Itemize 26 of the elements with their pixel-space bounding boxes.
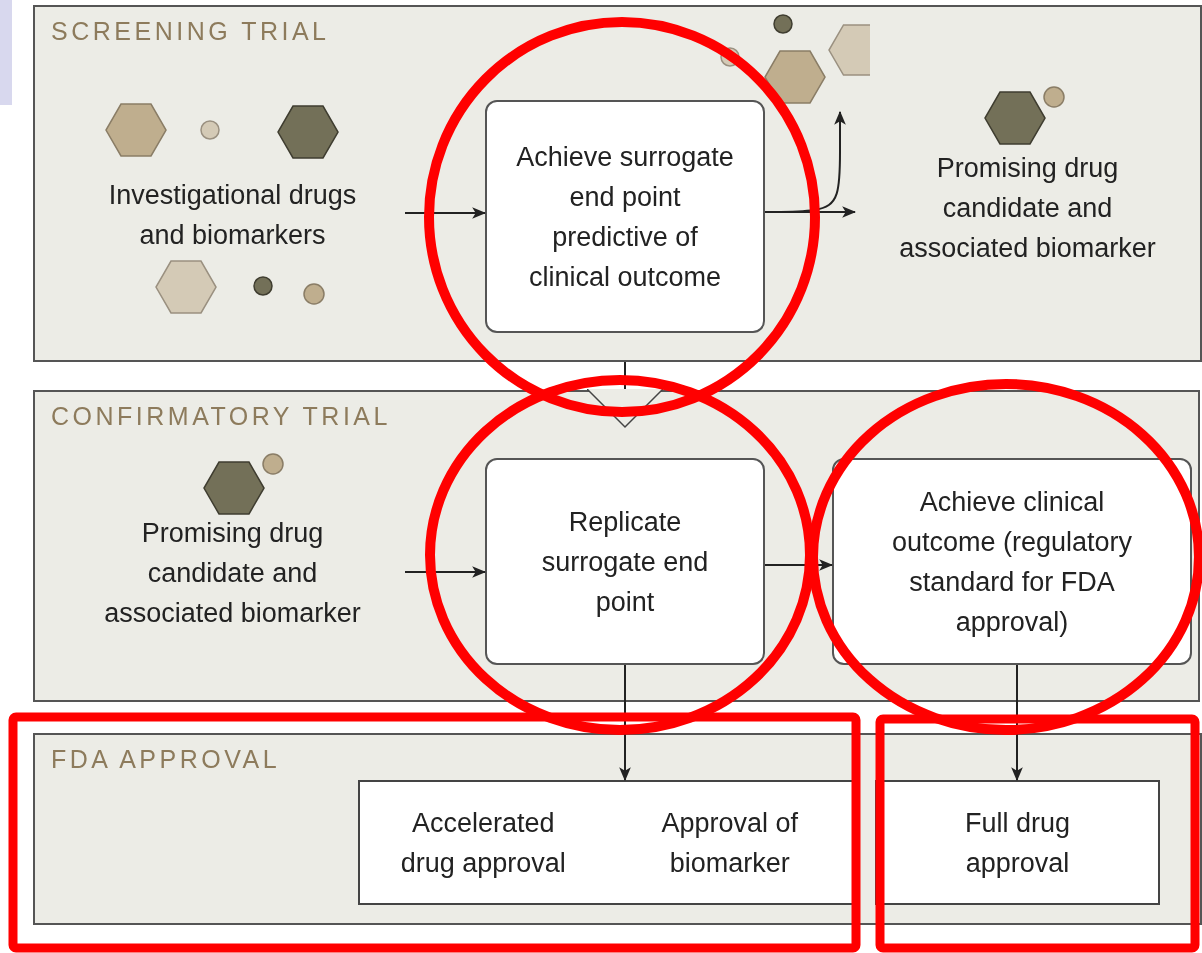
arrow [764, 110, 846, 213]
process-box [832, 458, 1192, 665]
process-box [485, 458, 765, 665]
node-label: Promising drug candidate and associated biomarker [898, 151, 1157, 265]
box-text: Approval of biomarker [660, 806, 800, 880]
chevron-arrow [586, 361, 664, 428]
panel-heading: SCREENING TRIAL [51, 17, 330, 46]
arrow [404, 207, 487, 219]
arrow [404, 566, 487, 578]
box-text: Replicate surrogate end point [540, 505, 710, 619]
process-box [485, 100, 765, 333]
panel-heading: FDA APPROVAL [51, 745, 281, 774]
node-label: Investigational drugs and biomarkers [107, 179, 358, 252]
box-text: Full drug approval [963, 806, 1071, 880]
panel-heading: CONFIRMATORY TRIAL [51, 402, 391, 431]
approval-box [358, 780, 855, 905]
trial-panel [33, 390, 1200, 702]
trial-panel [33, 733, 1202, 925]
box-text: Achieve surrogate end point predictive of clinical outcome [515, 140, 735, 294]
box-text: Achieve clinical outcome (regulatory standard for FDA approval) [890, 485, 1134, 639]
arrow [1011, 664, 1023, 782]
node-label: Promising drug candidate and associated biomarker [103, 516, 362, 630]
approval-box [875, 780, 1160, 905]
arrow [619, 664, 631, 782]
box-text: Accelerated drug approval [399, 806, 567, 880]
trial-panel [33, 5, 1202, 362]
